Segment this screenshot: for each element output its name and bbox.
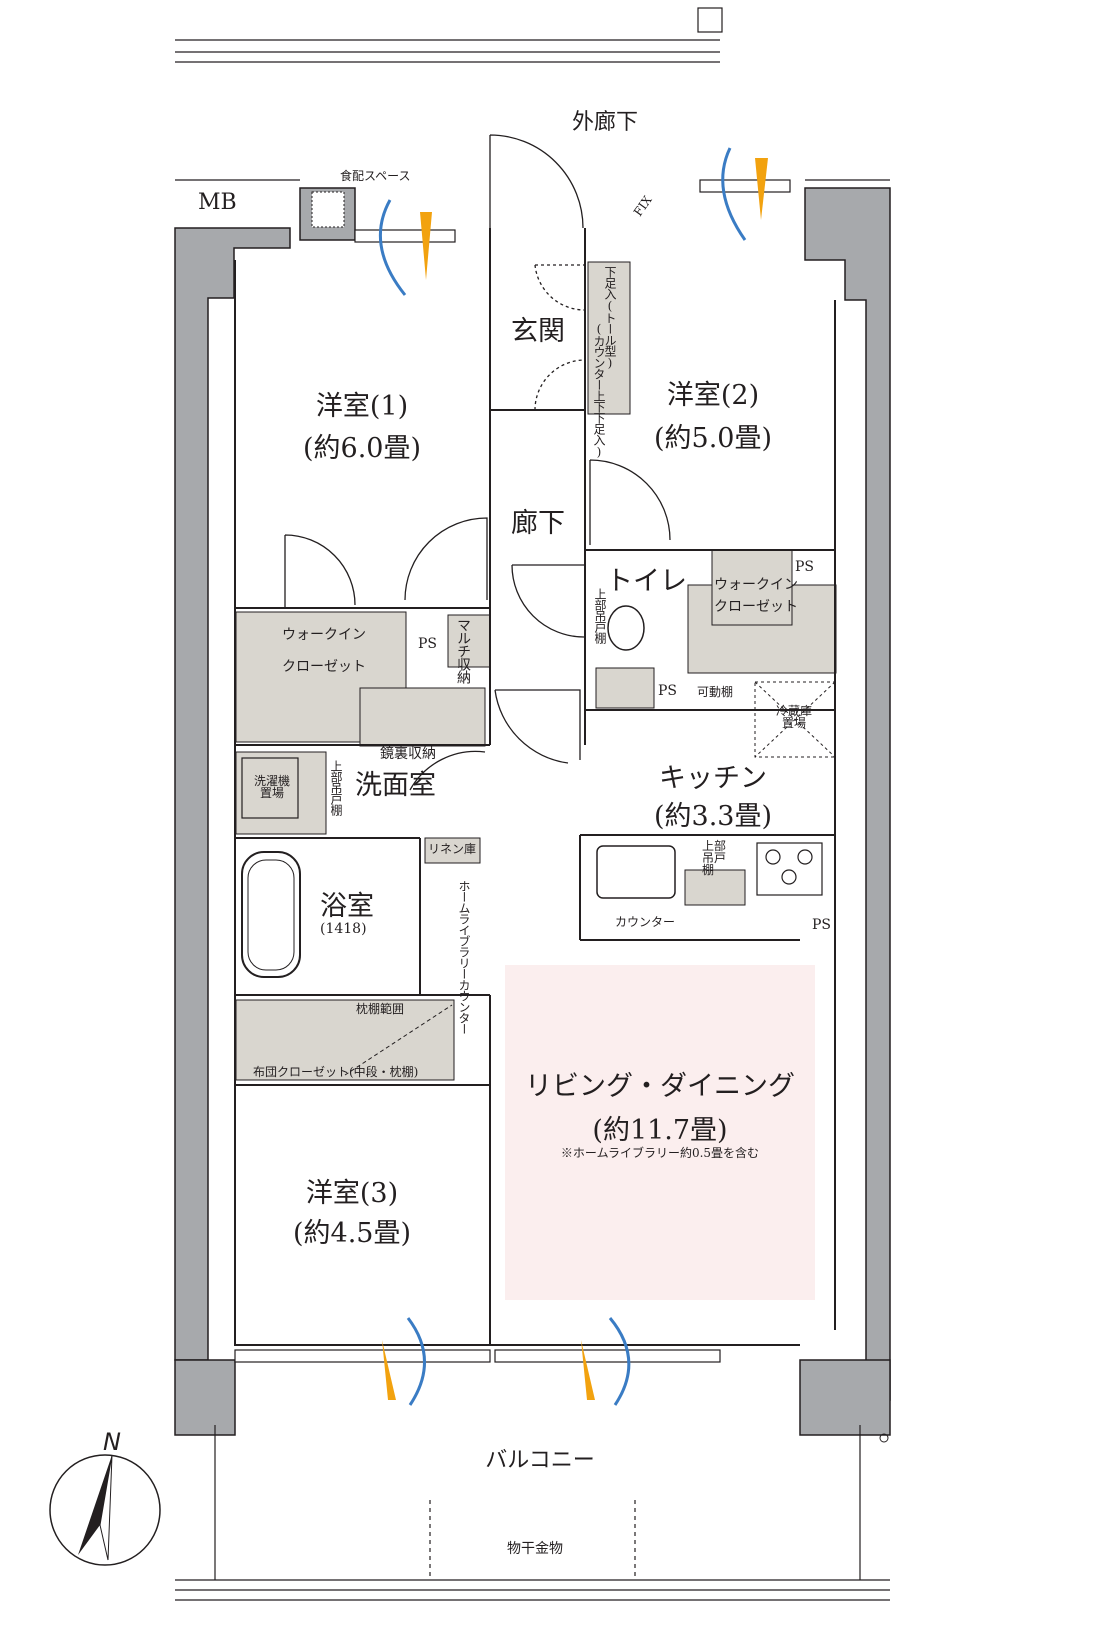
ps-label-4: PS: [812, 917, 832, 933]
compass-needle-light: [99, 1454, 113, 1561]
sun-markers: [382, 158, 768, 1400]
upper-shelf-toilet: 上部吊戸棚: [593, 588, 607, 643]
room-western2-size: (約5.0畳): [653, 423, 773, 454]
wic2-label-b: クローゼット: [714, 599, 798, 615]
room-western3-name: 洋室(3): [305, 1178, 399, 1209]
fridge-label: 冷蔵庫置場: [775, 704, 812, 730]
futon-closet-label: 布団クローゼット(中段・枕棚): [253, 1065, 419, 1079]
storage-fills: [235, 261, 837, 1081]
living-area-fill: [505, 965, 815, 1300]
burners: [765, 849, 813, 885]
shoe-counter-label: (カウンター上下下足入): [592, 322, 606, 458]
movable-shelf-label: 可動棚: [697, 685, 734, 699]
home-library-label: ホームライブラリーカウンター: [457, 880, 471, 1034]
living-size: (約11.7畳): [592, 1115, 728, 1146]
food-space-box: [311, 191, 345, 228]
room-western1-size: (約6.0畳): [302, 433, 422, 464]
wic1-label-b: クローゼット: [282, 659, 366, 675]
door-swings: [284, 134, 671, 791]
washroom-label: 洗面室: [355, 770, 436, 801]
drying-label: 物干金物: [507, 1541, 563, 1557]
food-space-label: 食配スペース: [340, 169, 411, 183]
mirror-storage-label: 鏡裏収納: [380, 746, 436, 762]
washer-label: 洗濯機置場: [253, 774, 290, 800]
linen-label: リネン庫: [428, 842, 477, 856]
corridor-lines: [175, 7, 890, 181]
pillow-range-label: 枕棚範囲: [356, 1002, 405, 1016]
fridge-space: [754, 681, 836, 758]
upper-shelf-washroom: 上部吊戸棚: [329, 760, 343, 815]
counter-label: カウンター: [615, 915, 676, 929]
kitchen-size: (約3.3畳): [653, 801, 773, 832]
entrance-label: 玄関: [511, 316, 565, 347]
ps-label-2: PS: [795, 559, 815, 575]
kitchen-sink: [596, 845, 676, 899]
bathtub: [241, 851, 301, 978]
drain: [879, 1433, 889, 1443]
compass-ring: [49, 1454, 161, 1566]
room-western1-name: 洋室(1): [315, 391, 409, 422]
upper-shelf-kitchen: 上部吊戸棚: [702, 839, 727, 877]
bath-size: (1418): [320, 921, 367, 937]
ps-label-1: PS: [418, 636, 438, 652]
hallway-label: 廊下: [511, 508, 565, 539]
interior-walls: [234, 228, 836, 1346]
room-western3-size: (約4.5畳): [292, 1218, 412, 1249]
balcony-label: バルコニー: [485, 1448, 595, 1473]
kitchen-name: キッチン: [659, 763, 767, 794]
stove: [756, 842, 823, 896]
toilet-bowl: [607, 605, 645, 651]
ventilation-arrows: [378, 147, 747, 1406]
wic2-label-a: ウォークイン: [714, 577, 798, 593]
ps-label-3: PS: [658, 683, 678, 699]
washer-pan: [241, 757, 299, 819]
toilet-label: トイレ: [606, 566, 687, 597]
compass-needle: [78, 1455, 112, 1555]
multi-storage-label: マルチ収納: [455, 618, 471, 683]
pillow-shelf-range: [344, 1004, 453, 1076]
wic1-label-a: ウォークイン: [282, 627, 366, 643]
living-name: リビング・ダイニング: [525, 1071, 795, 1102]
balcony-lines: [175, 1425, 890, 1601]
shoe-tall-label: 下足入(トール型): [603, 266, 617, 369]
bath-name: 浴室: [320, 891, 374, 922]
mb-label: MB: [198, 190, 237, 215]
bathtub-inner: [247, 859, 295, 971]
room-western2-name: 洋室(2): [666, 380, 760, 411]
outer-corridor-label: 外廊下: [571, 110, 639, 135]
compass-n-label: N: [103, 1428, 121, 1456]
living-note: ※ホームライブラリー約0.5畳を含む: [560, 1146, 760, 1160]
